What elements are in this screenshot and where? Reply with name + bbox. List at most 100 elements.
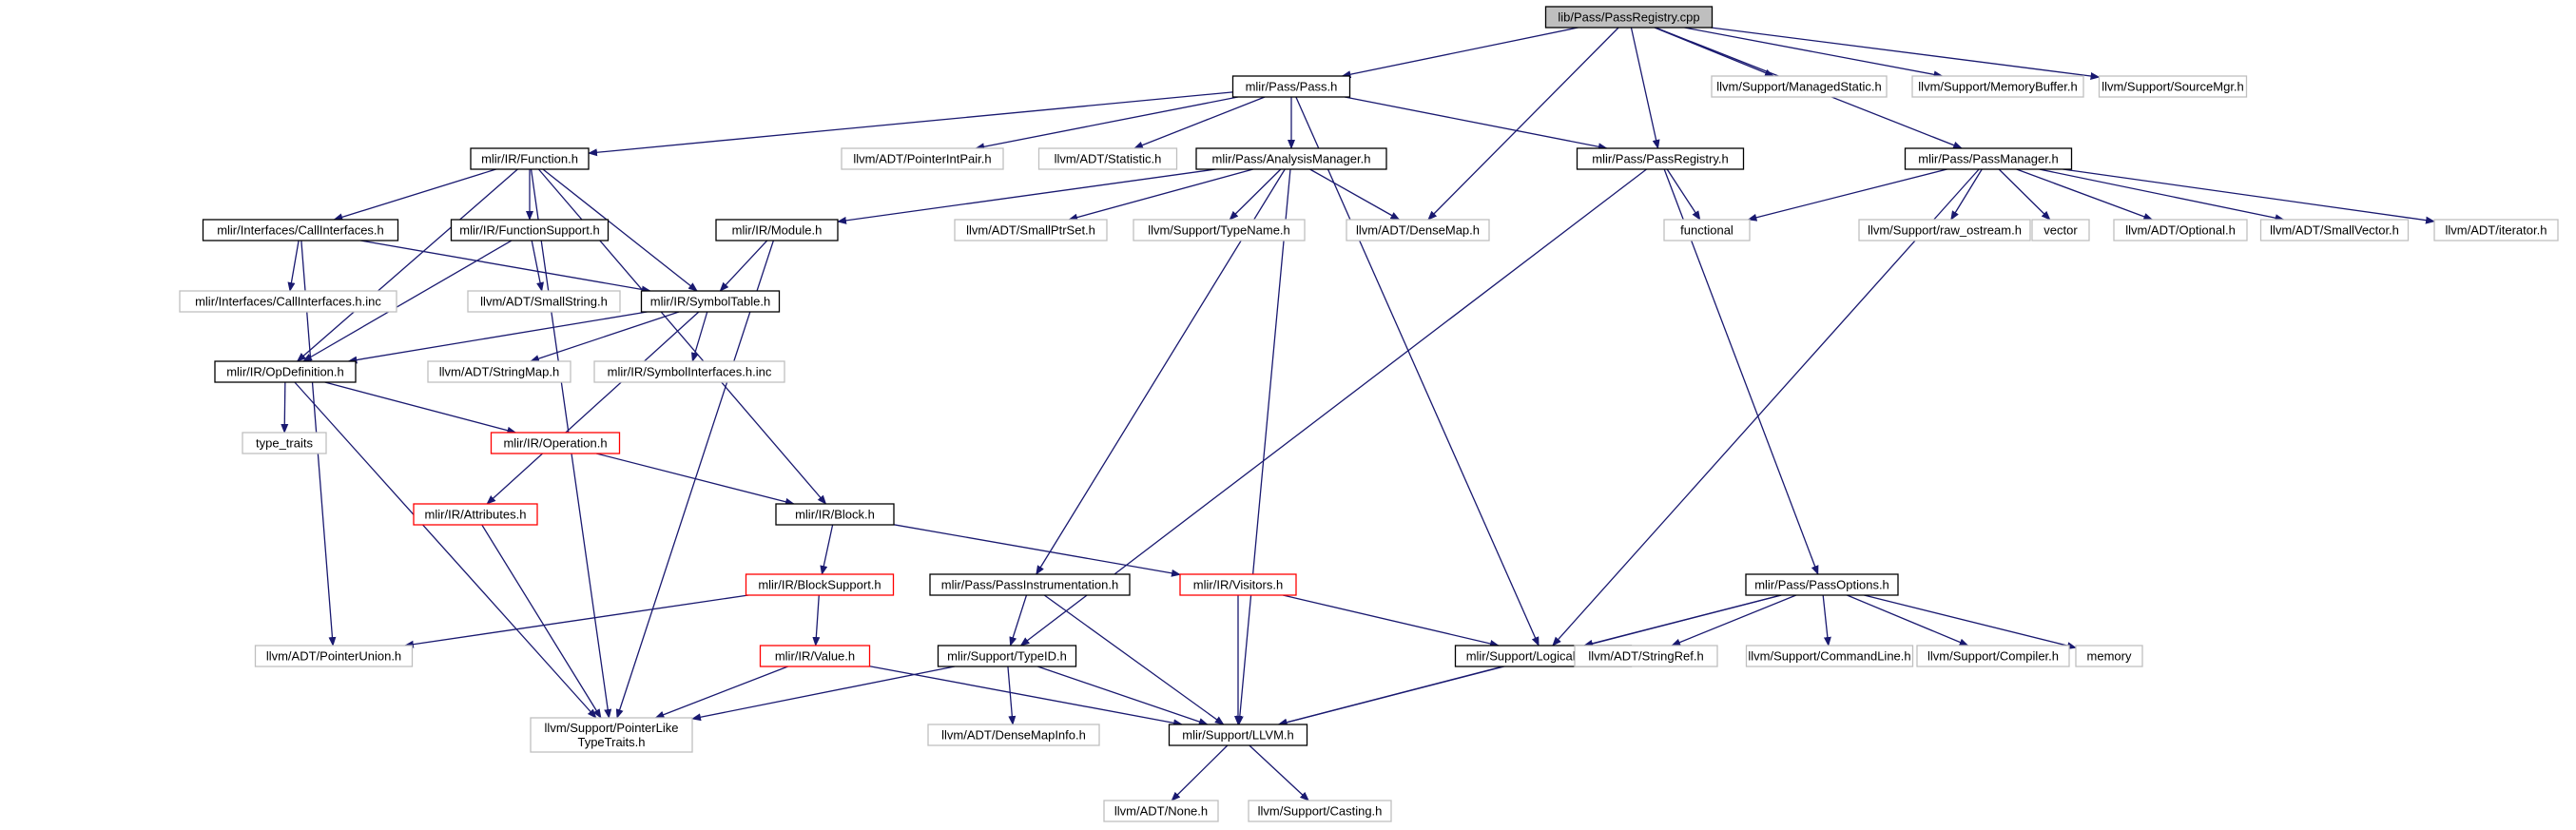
node-box (715, 219, 839, 241)
node-label: type_traits (256, 436, 313, 451)
node-optional[interactable]: llvm/ADT/Optional.h (2113, 219, 2248, 241)
node-raw_ostream[interactable]: llvm/Support/raw_ostream.h (1858, 219, 2031, 241)
node-passmanager_h[interactable]: mlir/Pass/PassManager.h (1904, 147, 2073, 170)
node-box (1916, 645, 2070, 667)
edge-llvm_h-to-casting (1249, 744, 1309, 801)
node-box (1248, 800, 1392, 822)
node-attributes_h[interactable]: mlir/IR/Attributes.h (413, 503, 538, 526)
node-statistic[interactable]: llvm/ADT/Statistic.h (1037, 147, 1178, 170)
node-passinstrumentation[interactable]: mlir/Pass/PassInstrumentation.h (929, 573, 1131, 596)
node-label: mlir/IR/BlockSupport.h (758, 578, 881, 592)
node-label: mlir/Pass/Pass.h (1246, 80, 1338, 94)
node-opdefinition[interactable]: mlir/IR/OpDefinition.h (214, 360, 357, 383)
node-box (775, 503, 895, 526)
node-box (467, 290, 621, 313)
node-callinterfaces_inc[interactable]: mlir/Interfaces/CallInterfaces.h.inc (179, 290, 397, 313)
node-commandline[interactable]: llvm/Support/CommandLine.h (1745, 645, 1914, 667)
edge-functionsupport-to-smallstring (531, 240, 544, 292)
node-label: llvm/Support/Compiler.h (1927, 649, 2059, 664)
node-smallstring[interactable]: llvm/ADT/SmallString.h (467, 290, 621, 313)
node-passregistry_h[interactable]: mlir/Pass/PassRegistry.h (1576, 147, 1745, 170)
node-sourcemgr[interactable]: llvm/Support/SourceMgr.h (2098, 75, 2248, 98)
node-symbolinterfaces_inc[interactable]: mlir/IR/SymbolInterfaces.h.inc (593, 360, 785, 383)
edge-passregistry_h-to-functional (1666, 168, 1701, 221)
node-box (1133, 219, 1306, 241)
edges (281, 27, 2435, 801)
node-box (593, 360, 785, 383)
node-casting[interactable]: llvm/Support/Casting.h (1248, 800, 1392, 822)
node-label: mlir/Interfaces/CallInterfaces.h.inc (195, 295, 381, 309)
node-label: mlir/IR/Block.h (795, 508, 875, 522)
node-label: lib/Pass/PassRegistry.cpp (1558, 10, 1699, 25)
node-vector[interactable]: vector (2031, 219, 2090, 241)
node-iterator[interactable]: llvm/ADT/iterator.h (2433, 219, 2559, 241)
node-label: llvm/ADT/iterator.h (2446, 223, 2547, 238)
node-box (640, 290, 781, 313)
node-function_h[interactable]: mlir/IR/Function.h (470, 147, 590, 170)
node-typename[interactable]: llvm/Support/TypeName.h (1133, 219, 1306, 241)
node-densemap[interactable]: llvm/ADT/DenseMap.h (1346, 219, 1490, 241)
node-memory[interactable]: memory (2075, 645, 2143, 667)
edge-typeid-to-llvm_h (1036, 666, 1209, 725)
node-box (937, 645, 1077, 667)
node-functionsupport[interactable]: mlir/IR/FunctionSupport.h (450, 219, 610, 241)
node-label: llvm/Support/ManagedStatic.h (1716, 80, 1881, 94)
node-pointerintpair[interactable]: llvm/ADT/PointerIntPair.h (841, 147, 1004, 170)
node-compiler[interactable]: llvm/Support/Compiler.h (1916, 645, 2070, 667)
node-llvm_h[interactable]: mlir/Support/LLVM.h (1168, 724, 1308, 746)
edge-passoptions-to-memory (1864, 594, 2077, 650)
node-box (1904, 147, 2073, 170)
node-pointerunion[interactable]: llvm/ADT/PointerUnion.h (254, 645, 414, 667)
node-blocksupport[interactable]: mlir/IR/BlockSupport.h (745, 573, 895, 596)
node-passoptions[interactable]: mlir/Pass/PassOptions.h (1745, 573, 1899, 596)
edge-function_h-to-symboltable (542, 168, 698, 292)
node-densemapinfo[interactable]: llvm/ADT/DenseMapInfo.h (927, 724, 1100, 746)
node-typeid[interactable]: mlir/Support/TypeID.h (937, 645, 1077, 667)
node-stringmap[interactable]: llvm/ADT/StringMap.h (427, 360, 571, 383)
node-smallptrset[interactable]: llvm/ADT/SmallPtrSet.h (954, 219, 1108, 241)
node-box (1179, 573, 1297, 596)
node-symboltable[interactable]: mlir/IR/SymbolTable.h (640, 290, 781, 313)
edge-opdefinition-to-type_traits (281, 381, 289, 434)
edge-pass_h-to-logicalresult (1295, 96, 1540, 647)
node-analysismanager[interactable]: mlir/Pass/AnalysisManager.h (1195, 147, 1387, 170)
edge-typeid-to-pointerliketypetraits (691, 666, 955, 722)
node-box (214, 360, 357, 383)
node-label: mlir/IR/Attributes.h (425, 508, 527, 522)
node-managedstatic[interactable]: llvm/Support/ManagedStatic.h (1711, 75, 1888, 98)
node-operation_h[interactable]: mlir/IR/Operation.h (490, 432, 621, 454)
node-label: mlir/Pass/PassRegistry.h (1592, 152, 1729, 166)
node-value_h[interactable]: mlir/IR/Value.h (759, 645, 871, 667)
node-box (1231, 75, 1351, 98)
node-root[interactable]: lib/Pass/PassRegistry.cpp (1544, 6, 1714, 29)
node-box (1576, 147, 1745, 170)
node-label: mlir/Pass/PassInstrumentation.h (941, 578, 1118, 592)
node-label: llvm/ADT/SmallVector.h (2270, 223, 2399, 238)
node-stringref[interactable]: llvm/ADT/StringRef.h (1574, 645, 1718, 667)
edge-typeid-to-densemapinfo (1007, 666, 1017, 725)
node-label: TypeTraits.h (577, 735, 645, 749)
node-label: llvm/Support/CommandLine.h (1748, 649, 1910, 664)
node-box (1745, 573, 1899, 596)
node-none[interactable]: llvm/ADT/None.h (1103, 800, 1219, 822)
node-label: functional (1680, 223, 1733, 238)
node-smallvector[interactable]: llvm/ADT/SmallVector.h (2259, 219, 2410, 241)
edge-value_h-to-llvm_h (869, 666, 1184, 727)
node-functional[interactable]: functional (1663, 219, 1751, 241)
node-module_h[interactable]: mlir/IR/Module.h (715, 219, 839, 241)
node-block_h[interactable]: mlir/IR/Block.h (775, 503, 895, 526)
node-box (1544, 6, 1714, 29)
node-callinterfaces[interactable]: mlir/Interfaces/CallInterfaces.h (202, 219, 399, 241)
node-box (954, 219, 1108, 241)
node-visitors[interactable]: mlir/IR/Visitors.h (1179, 573, 1297, 596)
node-label: mlir/IR/SymbolTable.h (650, 295, 770, 309)
edge-visitors-to-logicalresult (1282, 594, 1500, 647)
node-memorybuffer[interactable]: llvm/Support/MemoryBuffer.h (1911, 75, 2084, 98)
node-label: llvm/Support/TypeName.h (1148, 223, 1290, 238)
node-type_traits[interactable]: type_traits (242, 432, 327, 454)
node-label: memory (2087, 649, 2132, 664)
node-label: llvm/Support/MemoryBuffer.h (1918, 80, 2077, 94)
node-pass_h[interactable]: mlir/Pass/Pass.h (1231, 75, 1351, 98)
